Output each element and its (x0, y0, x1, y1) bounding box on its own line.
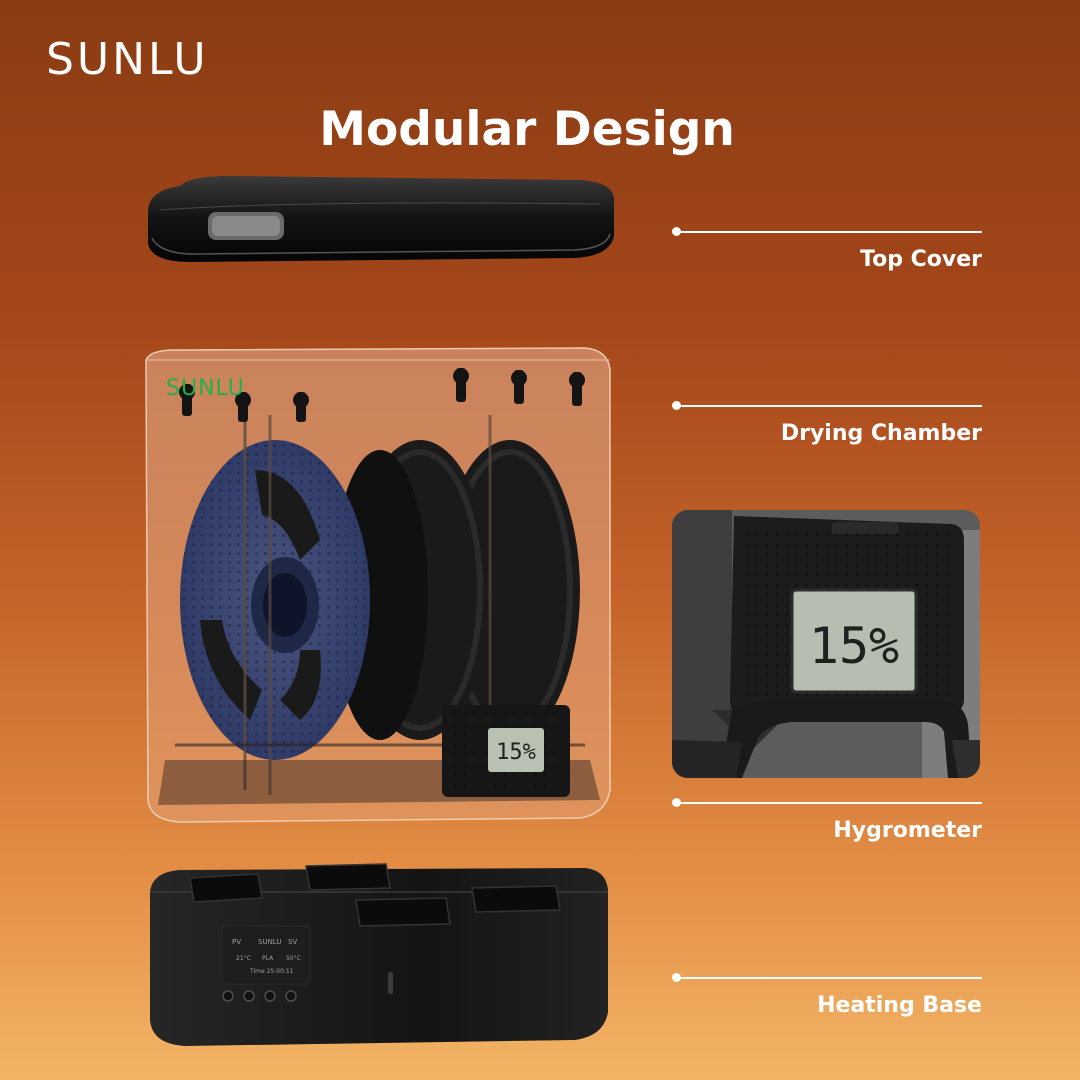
callout-top-cover: Top Cover (672, 227, 982, 287)
base-button-4[interactable] (285, 990, 297, 1002)
panel-current-temp: 21°C (236, 955, 251, 962)
callout-line (678, 802, 982, 804)
hygrometer-closeup: 15% (672, 510, 980, 778)
callout-drying-chamber: Drying Chamber (672, 401, 982, 461)
heating-base: PV SUNLU SV 21°C PLA 50°C Time 25:00:11 (150, 863, 608, 1046)
panel-brand: SUNLU (258, 938, 281, 946)
callout-dot (672, 227, 681, 236)
callout-line (678, 231, 982, 233)
callout-dot (672, 401, 681, 410)
callout-label: Drying Chamber (780, 421, 982, 446)
callout-line (678, 977, 982, 979)
drying-chamber: 15% SUNLU (145, 347, 611, 823)
top-cover (148, 176, 614, 262)
panel-time: Time 25:00:11 (249, 968, 294, 975)
chamber-logo: SUNLU (166, 376, 245, 401)
callout-heating-base: Heating Base (672, 973, 982, 1033)
panel-material: PLA (262, 955, 274, 962)
hygrometer-closeup-graphic: 15% (672, 510, 980, 778)
callout-label: Heating Base (817, 993, 982, 1018)
panel-sv-label: SV (288, 938, 297, 946)
callout-dot (672, 798, 681, 807)
base-button-2[interactable] (243, 990, 255, 1002)
callout-label: Hygrometer (833, 818, 982, 843)
base-button-3[interactable] (264, 990, 276, 1002)
panel-pv-label: PV (232, 938, 241, 946)
callout-line (678, 405, 982, 407)
headline: Modular Design (319, 102, 735, 157)
callout-hygrometer: Hygrometer (672, 798, 982, 858)
brand-logo: SUNLU (46, 34, 209, 85)
callout-label: Top Cover (860, 247, 982, 272)
base-button-1[interactable] (222, 990, 234, 1002)
callout-dot (672, 973, 681, 982)
hygrometer-reading: 15% (809, 617, 899, 675)
panel-target-temp: 50°C (286, 955, 301, 962)
chamber-hygrometer-reading: 15% (496, 740, 536, 765)
